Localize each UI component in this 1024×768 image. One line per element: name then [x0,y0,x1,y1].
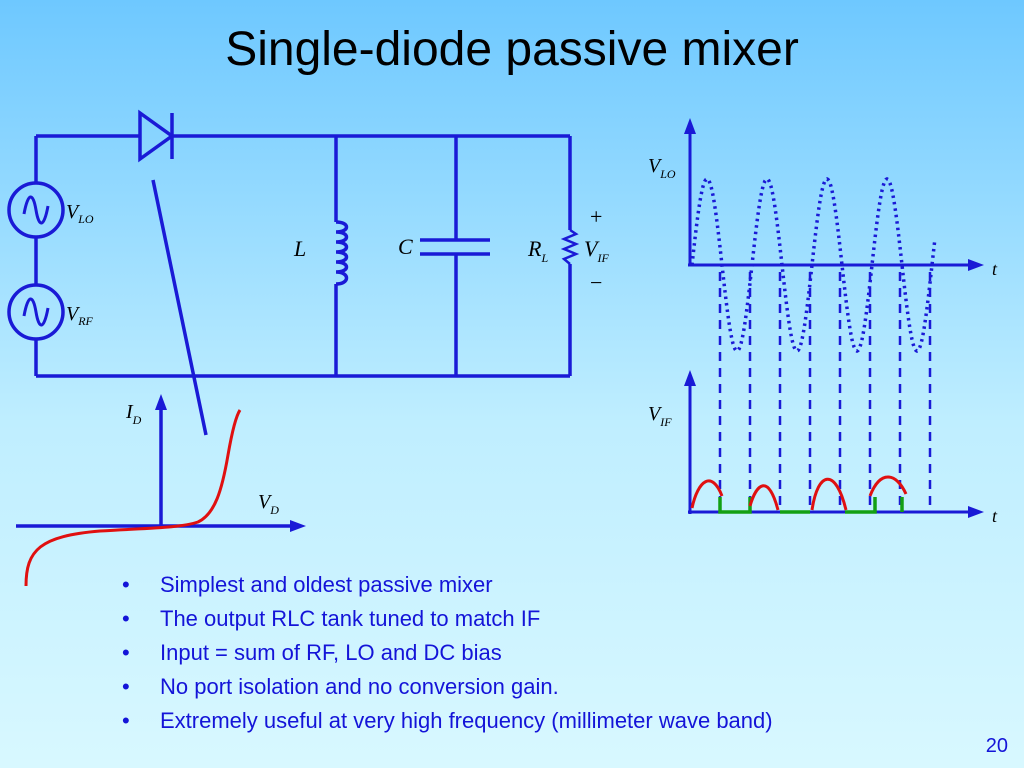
slide-title: Single-diode passive mixer [225,23,799,76]
if-t-arrow [968,506,984,518]
rf-source-icon [7,283,65,341]
lo-t-arrow [968,259,984,271]
lo-waveform-plot: VLO t [648,118,998,353]
resistor-icon [560,228,580,265]
lo-source-icon [7,181,65,239]
svg-text:VIF: VIF [648,403,672,429]
load-line [151,179,208,436]
vlo-source-label: V [66,201,81,223]
capacitor-label: C [398,234,413,259]
diode-iv-curve [24,409,242,587]
if-baseline-segments [718,497,904,514]
resistor-label: R [527,236,542,261]
resistor-sub: L [540,251,548,265]
lo-sine-wave [690,177,937,353]
bullet-item: The output RLC tank tuned to match IF [116,602,773,636]
inductor-icon [335,220,349,286]
if-pulse [868,475,908,497]
iv-x-arrow [290,520,306,532]
inductor-label: L [293,236,306,261]
output-minus: − [590,270,602,295]
vif-output-label: V [584,236,600,261]
vd-axis-sub: D [269,503,279,517]
if-waveform-plot: VIF t [648,370,998,526]
svg-text:ID: ID [125,401,142,427]
vlo-source-sub: LO [77,212,94,226]
bottom-t-label: t [992,506,998,526]
vif-output-sub: IF [596,251,609,265]
vif-plot-label: V [648,403,663,425]
if-rectified-pulses [690,475,908,511]
output-plus: + [590,204,602,229]
page-number: 20 [985,735,1008,757]
vd-axis-label: V [258,491,273,513]
if-y-arrow [684,370,696,386]
iv-curve-plot: ID VD [16,394,306,587]
if-pulse [810,477,848,511]
bullet-item: No port isolation and no conversion gain… [116,670,773,704]
lo-y-arrow [684,118,696,134]
top-t-label: t [992,259,998,279]
vlo-plot-label: V [648,155,663,177]
svg-text:VIF: VIF [584,236,609,265]
svg-text:VRF: VRF [66,303,94,328]
bullet-item: Input = sum of RF, LO and DC bias [116,636,773,670]
vrf-source-sub: RF [77,314,93,328]
if-pulse [748,484,780,511]
baseline-segment [845,497,877,514]
svg-text:RL: RL [527,236,548,265]
if-pulse [690,479,724,509]
bullet-item: Extremely useful at very high frequency … [116,704,773,738]
svg-text:VLO: VLO [66,201,94,226]
iv-y-arrow [155,394,167,410]
id-axis-sub: D [132,413,142,427]
diode-icon [138,109,175,163]
svg-text:VLO: VLO [648,155,676,181]
projection-lines [718,272,932,510]
vlo-plot-sub: LO [659,167,676,181]
id-axis-label: I [125,401,134,423]
svg-text:VD: VD [258,491,279,517]
vrf-source-label: V [66,303,81,325]
baseline-segment [718,497,752,514]
bullet-item: Simplest and oldest passive mixer [116,568,773,602]
circuit-schematic [34,109,572,378]
vif-plot-sub: IF [659,415,672,429]
bullet-list: Simplest and oldest passive mixer The ou… [116,568,773,738]
